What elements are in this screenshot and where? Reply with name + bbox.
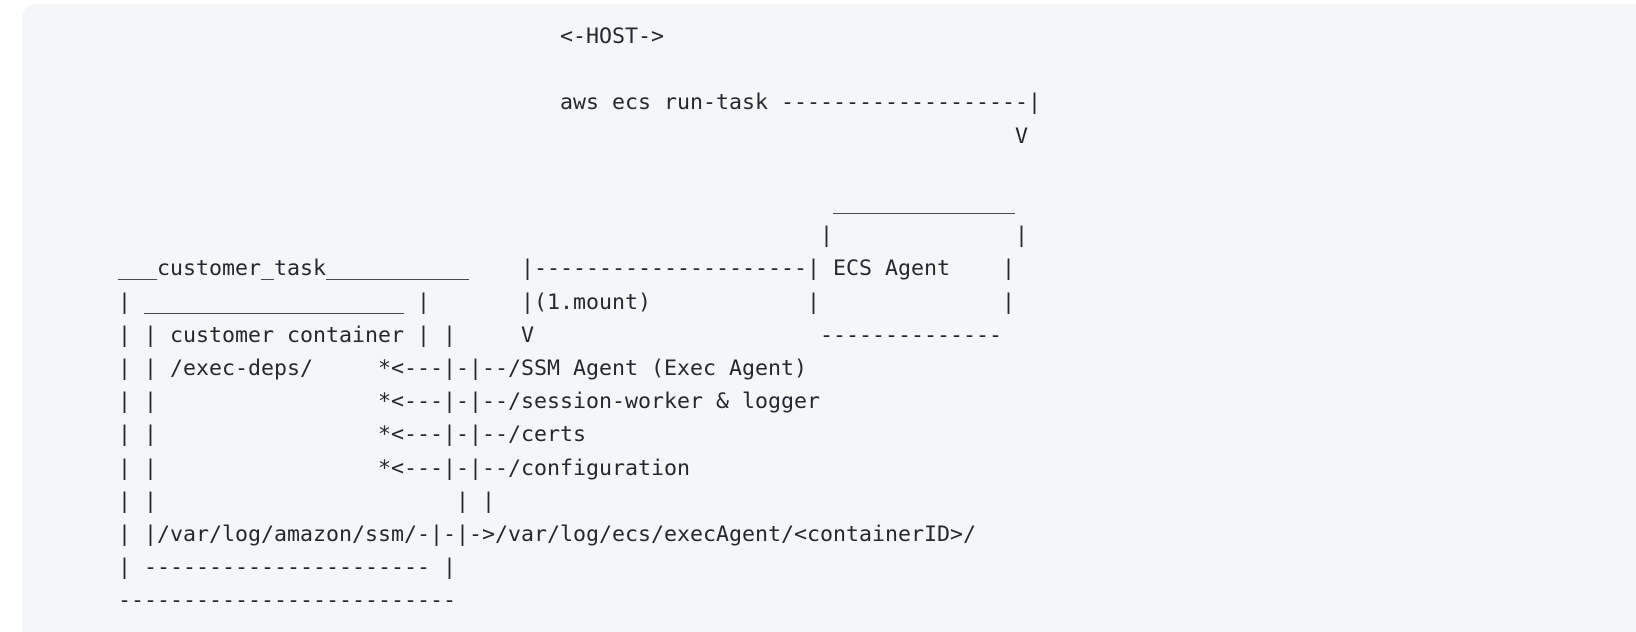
content-panel: [22, 4, 1636, 632]
ascii-art-diagram: <-HOST-> aws ecs run-task --------------…: [118, 24, 1042, 614]
